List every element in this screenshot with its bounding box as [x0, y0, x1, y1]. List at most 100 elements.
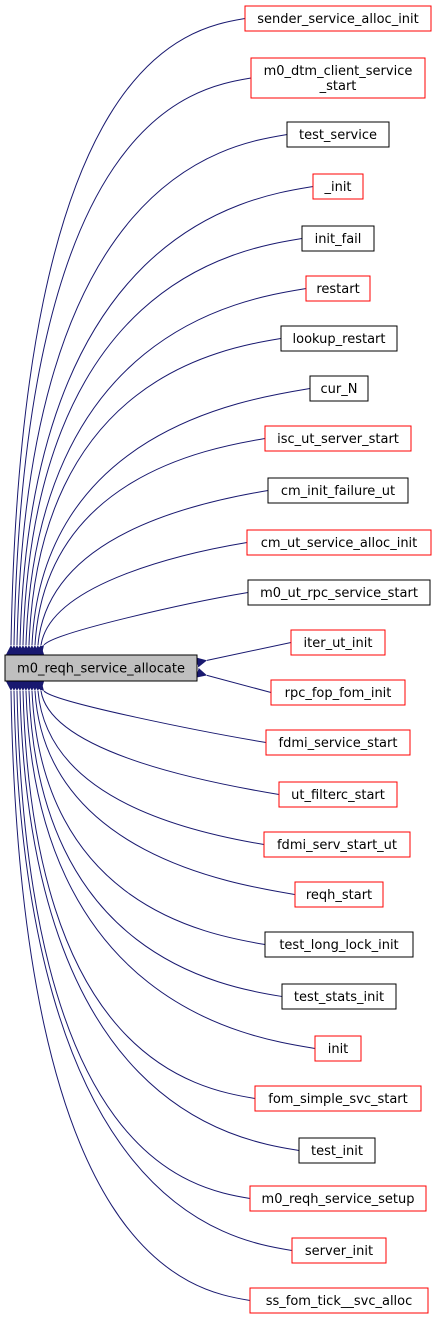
caller-node-box[interactable] [265, 729, 411, 756]
root-node[interactable]: m0_reqh_service_allocate [4, 654, 198, 682]
caller-node[interactable]: cm_ut_service_alloc_init [246, 529, 432, 556]
caller-node[interactable]: fdmi_serv_start_ut [263, 831, 411, 858]
caller-node-box[interactable] [244, 5, 432, 32]
caller-node-label: init [328, 1042, 349, 1057]
call-edge [23, 680, 283, 997]
caller-node[interactable]: restart [305, 275, 371, 302]
caller-node-box[interactable] [294, 881, 384, 908]
caller-node-box[interactable] [314, 1035, 362, 1062]
caller-node[interactable]: server_init [291, 1237, 387, 1264]
call-edge [33, 680, 267, 743]
call-edge [196, 642, 292, 668]
call-edge [8, 77, 252, 656]
call-edge [14, 680, 300, 1151]
caller-node[interactable]: m0_reqh_service_setup [249, 1185, 427, 1212]
caller-node-label: cm_ut_service_alloc_init [261, 536, 418, 551]
call-edge [23, 338, 282, 656]
caller-node-label: fdmi_serv_start_ut [277, 838, 397, 853]
caller-node[interactable]: reqh_start [294, 881, 384, 908]
caller-node-label: init_fail [315, 232, 362, 247]
call-edge [5, 18, 246, 656]
caller-node[interactable]: test_long_lock_init [264, 931, 414, 958]
caller-node[interactable]: lookup_restart [280, 325, 398, 352]
call-edge [29, 438, 266, 656]
caller-node-label: iter_ut_init [304, 636, 373, 651]
call-edge [196, 667, 272, 693]
caller-node[interactable]: ss_fom_tick__svc_alloc [249, 1287, 429, 1314]
caller-node-label: m0_dtm_client_service [264, 64, 413, 79]
caller-node-box[interactable] [264, 425, 412, 452]
caller-node-label: server_init [305, 1244, 373, 1259]
caller-node-label: sender_service_alloc_init [257, 12, 419, 27]
caller-node[interactable]: init [314, 1035, 362, 1062]
caller-node-box[interactable] [312, 173, 364, 200]
caller-node-box[interactable] [249, 1185, 427, 1212]
caller-node-box[interactable] [281, 983, 397, 1010]
caller-node-box[interactable] [254, 1085, 422, 1112]
caller-node[interactable]: test_stats_init [281, 983, 397, 1010]
call-edge [34, 680, 280, 795]
caller-node-box[interactable] [246, 529, 432, 556]
call-edge [34, 542, 248, 656]
caller-node-box[interactable] [247, 579, 431, 606]
root-node-box[interactable] [4, 654, 198, 682]
call-edge [32, 490, 269, 656]
call-edge [14, 186, 314, 656]
caller-node-box[interactable] [309, 375, 369, 402]
caller-node-label: test_long_lock_init [279, 938, 398, 953]
caller-node[interactable]: m0_ut_rpc_service_start [247, 579, 431, 606]
caller-node-box[interactable] [250, 57, 426, 99]
caller-node[interactable]: cur_N [309, 375, 369, 402]
caller-node-box[interactable] [291, 1237, 387, 1264]
caller-node-box[interactable] [290, 629, 386, 656]
caller-node[interactable]: rpc_fop_fom_init [270, 679, 406, 706]
caller-nodes: sender_service_alloc_init m0_dtm_client_s… [244, 5, 432, 1314]
caller-node-box[interactable] [270, 679, 406, 706]
call-edge [17, 680, 256, 1099]
call-edges [5, 18, 316, 1301]
caller-node-box[interactable] [267, 477, 409, 504]
root-node-label: m0_reqh_service_allocate [17, 662, 185, 677]
caller-node-label: test_service [299, 128, 377, 143]
call-edge [11, 680, 251, 1199]
caller-node-box[interactable] [263, 831, 411, 858]
caller-node-box[interactable] [298, 1137, 376, 1164]
caller-node-label: test_stats_init [294, 990, 384, 1005]
caller-node[interactable]: fdmi_service_start [265, 729, 411, 756]
caller-node-label: restart [316, 282, 359, 297]
caller-node[interactable]: init_fail [301, 225, 375, 252]
caller-node-label: lookup_restart [293, 332, 386, 347]
caller-node-box[interactable] [286, 121, 390, 148]
caller-node-box[interactable] [264, 931, 414, 958]
caller-node-box[interactable] [249, 1287, 429, 1314]
caller-node-box[interactable] [280, 325, 398, 352]
caller-node-label: ut_filterc_start [291, 788, 385, 803]
caller-node-label: _init [323, 180, 351, 195]
caller-node-label: m0_reqh_service_setup [262, 1192, 415, 1207]
caller-node[interactable]: sender_service_alloc_init [244, 5, 432, 32]
caller-node[interactable]: test_service [286, 121, 390, 148]
caller-node[interactable]: iter_ut_init [290, 629, 386, 656]
caller-node-box[interactable] [305, 275, 371, 302]
caller-node-label: fdmi_service_start [279, 736, 398, 751]
caller-node-box[interactable] [301, 225, 375, 252]
call-edge [20, 288, 307, 656]
caller-node-label: cm_init_failure_ut [281, 484, 395, 499]
caller-node-box[interactable] [278, 781, 398, 808]
caller-node[interactable]: m0_dtm_client_service_start [250, 57, 426, 99]
caller-node-label: fom_simple_svc_start [268, 1092, 408, 1107]
call-edge [26, 680, 266, 945]
caller-node[interactable]: cm_init_failure_ut [267, 477, 409, 504]
caller-node[interactable]: _init [312, 173, 364, 200]
caller-node[interactable]: test_init [298, 1137, 376, 1164]
caller-node-label: ss_fom_tick__svc_alloc [266, 1294, 413, 1309]
call-edge [5, 680, 251, 1301]
caller-node-label: isc_ut_server_start [277, 432, 399, 447]
call-edge [20, 680, 316, 1049]
call-edge [11, 134, 288, 656]
caller-node[interactable]: ut_filterc_start [278, 781, 398, 808]
caller-node[interactable]: isc_ut_server_start [264, 425, 412, 452]
caller-node-label: test_init [311, 1144, 363, 1159]
caller-node[interactable]: fom_simple_svc_start [254, 1085, 422, 1112]
